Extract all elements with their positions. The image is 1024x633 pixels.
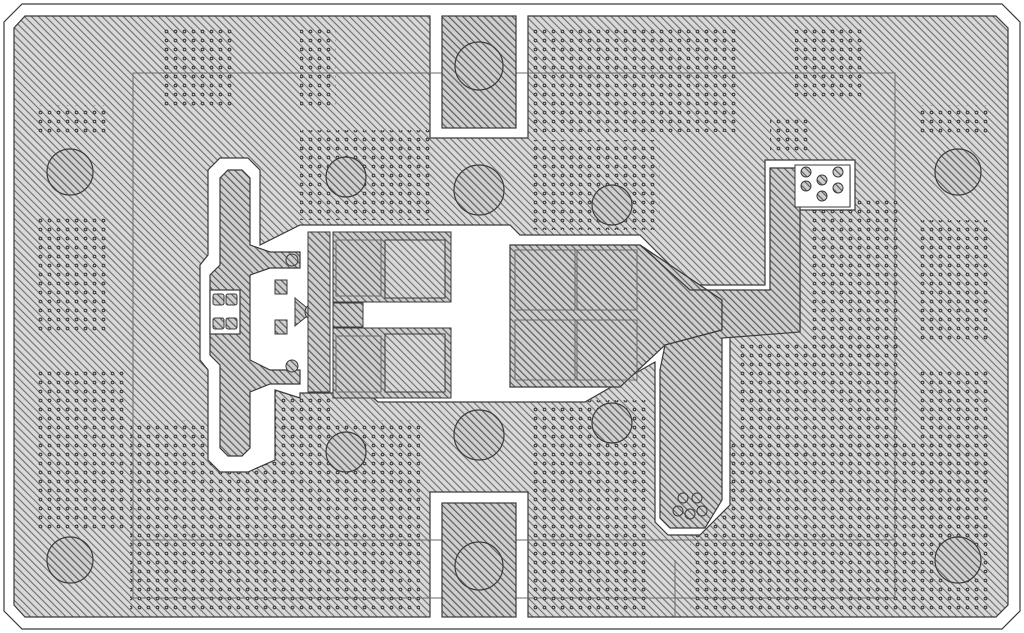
mounting-hole-icon [325,431,367,473]
mounting-hole-icon [591,184,633,226]
mounting-hole-icon [934,536,982,584]
mounting-hole-icon [453,409,505,461]
mounting-hole-icon [325,156,367,198]
mounting-hole-icon [454,541,504,591]
via-dot-icon [800,166,812,178]
via-dot-icon [800,180,812,192]
via-dot-icon [691,492,703,504]
left-trace-structure [209,169,322,457]
mounting-hole-icon [46,536,94,584]
via-fields [36,28,990,610]
bottom-connector-pad [441,502,517,618]
mounting-hole-icon [591,402,633,444]
corner-holes [46,148,982,584]
via-dot-icon [684,508,696,520]
via-dot-icon [696,505,708,517]
mounting-hole-icon [46,148,94,196]
via-dot-icon [672,505,684,517]
via-dot-icon [285,253,299,267]
via-dot-icon [816,190,828,202]
via-dot-icon [832,166,844,178]
mounting-hole-icon [934,148,982,196]
central-device-pads [307,231,723,399]
plated-holes [325,156,633,473]
mounting-hole-icon [454,41,504,91]
via-dot-icon [285,359,299,373]
via-dot-icon [832,182,844,194]
top-connector-pad [441,15,517,129]
via-dot-icon [816,174,828,186]
output-trace [639,164,851,529]
via-dot-icon [677,492,689,504]
mounting-hole-icon [453,164,505,216]
